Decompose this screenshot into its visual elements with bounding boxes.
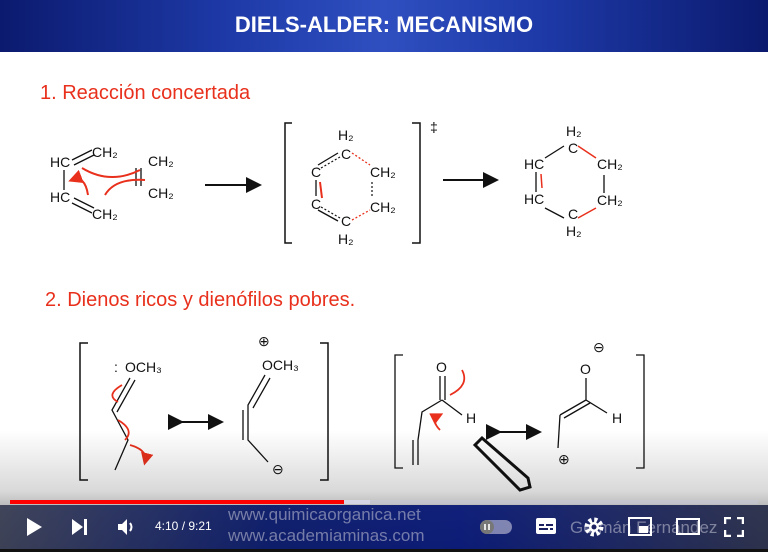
atom-label: H₂: [566, 123, 582, 139]
settings-icon[interactable]: [583, 516, 605, 538]
atom-label: CH₂: [92, 206, 118, 222]
atom-label: ⊕: [558, 451, 570, 467]
atom-label: HC: [524, 191, 544, 207]
atom-label: OCH₃: [262, 357, 299, 373]
atom-label: HC: [50, 189, 70, 205]
atom-label: CH₂: [148, 185, 174, 201]
miniplayer-icon[interactable]: [628, 517, 652, 537]
autoplay-pause-icon: [480, 520, 494, 534]
transition-state: ‡ H₂ C C CH₂ C CH₂ C H₂: [284, 119, 438, 247]
section-2-heading: 2. Dienos ricos y dienófilos pobres.: [45, 289, 356, 311]
product: H₂ C HC CH₂ HC CH₂ C H₂: [524, 123, 623, 239]
atom-label: O: [436, 359, 447, 375]
atom-label: C: [568, 206, 578, 222]
atom-label: CH₂: [92, 144, 118, 160]
atom-label: CH₂: [370, 164, 396, 180]
atom-label: O: [580, 361, 591, 377]
atom-label: C: [311, 196, 321, 212]
diene-resonance: : OCH₃ ⊕ OCH₃ ⊖: [79, 333, 329, 481]
bottom-edge: [0, 549, 768, 552]
dienophile: CH₂ CH₂: [135, 153, 174, 201]
time-display: 4:10 / 9:21: [155, 519, 212, 533]
atom-label: C: [311, 164, 321, 180]
electron-arrows: [72, 167, 146, 196]
atom-label: C: [341, 146, 351, 162]
volume-icon[interactable]: [116, 517, 138, 537]
atom-label: CH₂: [597, 192, 623, 208]
progress-bar[interactable]: [10, 500, 758, 504]
atom-label: CH₂: [148, 153, 174, 169]
atom-label: HC: [50, 154, 70, 170]
atom-label: ⊕: [258, 333, 270, 349]
watermark-site-2: www.academiaminas.com: [228, 526, 425, 545]
dienophile-resonance: O H ⊖ O H ⊕: [394, 339, 645, 469]
subtitles-icon[interactable]: [535, 517, 557, 535]
atom-label: H: [466, 410, 476, 426]
autoplay-toggle[interactable]: [480, 520, 512, 534]
title-bar: DIELS-ALDER: MECANISMO: [0, 0, 768, 52]
fullscreen-icon[interactable]: [724, 517, 744, 537]
atom-label: ‡: [430, 119, 438, 135]
atom-label: H: [612, 410, 622, 426]
slide-title: DIELS-ALDER: MECANISMO: [234, 12, 534, 37]
atom-label: H₂: [338, 127, 354, 143]
atom-label: ⊖: [593, 339, 605, 355]
atom-label: C: [568, 140, 578, 156]
watermark-site-1: www.quimicaorganica.net: [228, 505, 421, 524]
play-icon[interactable]: [24, 517, 44, 537]
atom-label: OCH₃: [125, 359, 162, 375]
atom-label: CH₂: [370, 199, 396, 215]
section-1-heading: 1. Reacción concertada: [40, 82, 251, 104]
atom-label: :: [114, 359, 118, 375]
atom-label: H₂: [338, 231, 354, 247]
played-bar: [10, 500, 344, 504]
next-icon[interactable]: [70, 518, 90, 536]
atom-label: H₂: [566, 223, 582, 239]
atom-label: CH₂: [597, 156, 623, 172]
atom-label: HC: [524, 156, 544, 172]
theater-icon[interactable]: [676, 518, 700, 536]
atom-label: ⊖: [272, 461, 284, 477]
atom-label: C: [341, 213, 351, 229]
pen-cursor-icon: [472, 435, 532, 492]
